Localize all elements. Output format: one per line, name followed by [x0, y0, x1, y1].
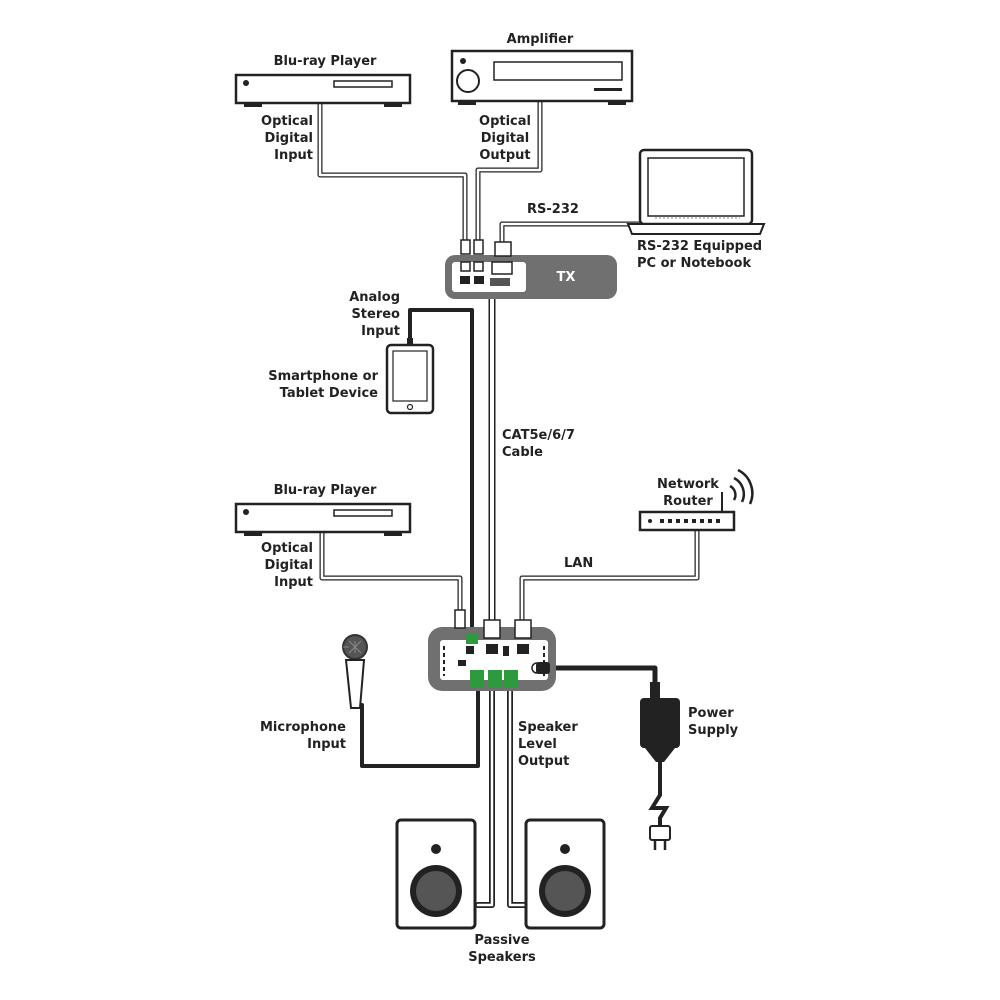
rs232-label: RS-232 [527, 202, 579, 217]
tx-label: TX [556, 270, 576, 285]
bluray-bottom-label: Blu-ray Player [273, 483, 377, 498]
speaker-right [524, 818, 606, 930]
pc-label: RS-232 Equipped PC or Notebook [637, 239, 763, 271]
network-router-label: Network Router [657, 477, 719, 509]
smartphone-label: Smartphone or Tablet Device [268, 369, 378, 401]
speaker-cable-left [475, 687, 495, 908]
amplifier [450, 49, 634, 105]
laptop [626, 148, 766, 235]
microphone-cable [360, 688, 480, 768]
amplifier-label: Amplifier [506, 32, 574, 47]
bluray-player-top [234, 73, 412, 107]
network-router [638, 468, 754, 532]
lan-cable [519, 527, 700, 625]
analog-stereo-label: Analog Stereo Input [349, 290, 400, 339]
rx-unit [428, 609, 556, 691]
power-supply [640, 682, 680, 850]
bluray-top-label: Blu-ray Player [273, 54, 377, 69]
optical-cable-bottom-bluray [319, 527, 463, 623]
tx-unit [445, 239, 617, 299]
optical-output-label: Optical Digital Output [479, 114, 531, 163]
bluray-player-bottom [234, 502, 412, 536]
microphone [342, 634, 368, 709]
passive-speakers-label: Passive Speakers [468, 933, 536, 965]
optical-input-top-label: Optical Digital Input [261, 114, 313, 163]
analog-stereo-cable [408, 308, 474, 629]
speaker-level-label: Speaker Level Output [518, 720, 578, 769]
rs232-cable [499, 221, 643, 248]
optical-cable-top-bluray [317, 100, 468, 246]
optical-input-bottom-label: Optical Digital Input [261, 541, 313, 590]
power-cable [545, 665, 658, 703]
microphone-label: Microphone Input [259, 720, 346, 752]
cat-cable-label: CAT5e/6/7 Cable [502, 428, 575, 460]
speaker-left [395, 818, 477, 930]
lan-label: LAN [564, 556, 594, 571]
smartphone [385, 338, 435, 415]
power-supply-label: Power Supply [688, 706, 739, 738]
